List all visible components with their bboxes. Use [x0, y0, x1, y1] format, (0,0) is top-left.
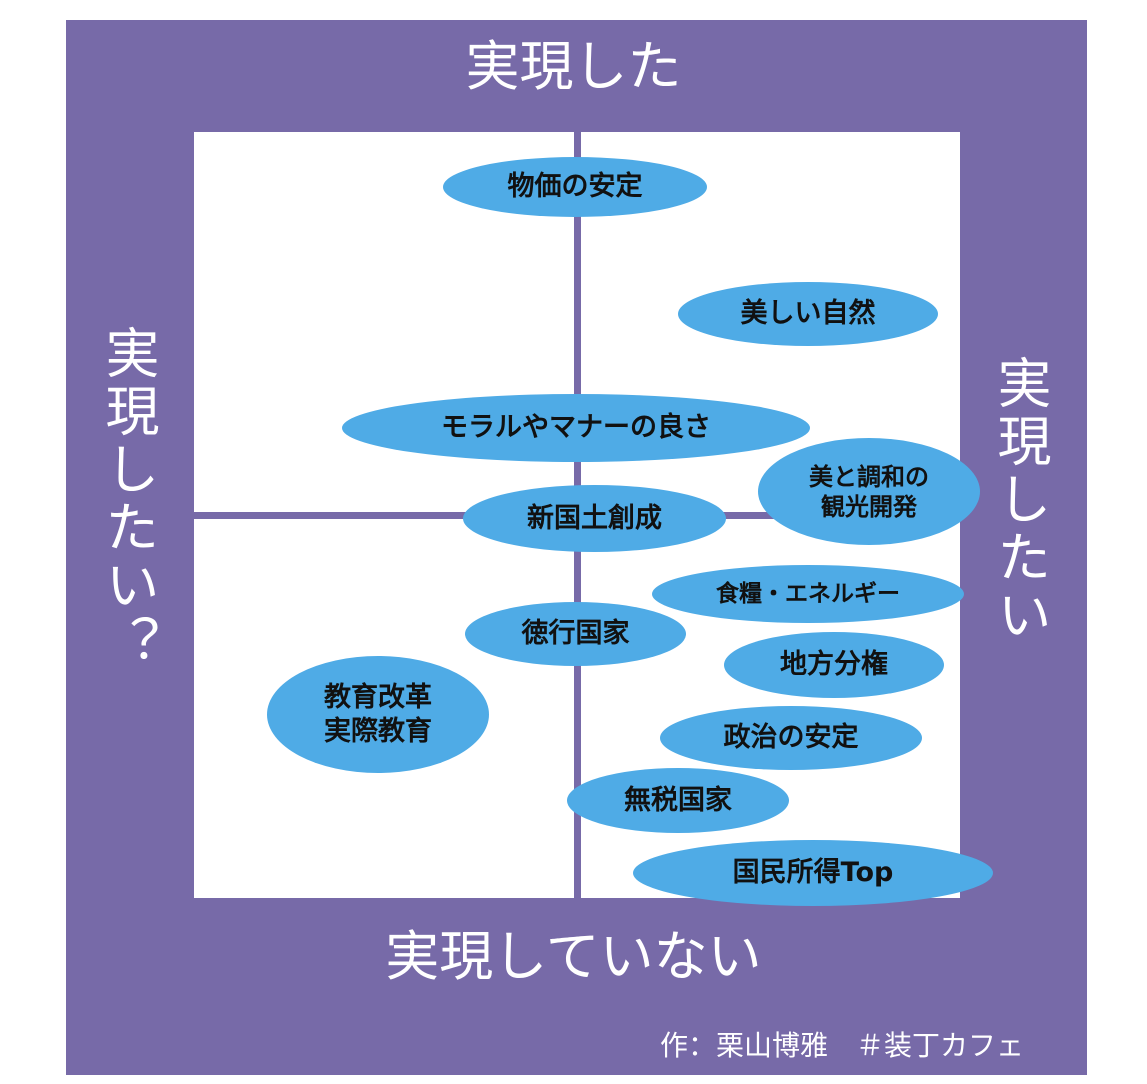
axis-label-top: 実現した	[465, 35, 682, 98]
item-bubble: 政治の安定	[660, 706, 922, 770]
axis-label-left: 実現したい？	[96, 325, 159, 673]
item-bubble: 新国土創成	[463, 485, 726, 552]
item-label: 美しい自然	[740, 298, 876, 330]
item-bubble: モラルやマナーの良さ	[342, 394, 810, 462]
item-label: 物価の安定	[507, 171, 643, 203]
axis-label-right: 実現したい	[988, 355, 1051, 645]
item-bubble: 美と調和の 観光開発	[758, 438, 980, 545]
item-bubble: 地方分権	[724, 632, 944, 698]
item-label: 教育改革 実際教育	[324, 681, 432, 747]
item-label: 美と調和の 観光開発	[809, 462, 929, 521]
item-label: 徳行国家	[521, 618, 630, 650]
credit-text: 作：栗山博雅 ＃装丁カフェ	[660, 1029, 1025, 1062]
item-bubble: 美しい自然	[678, 282, 938, 346]
item-bubble: 徳行国家	[465, 602, 686, 666]
item-label: 地方分権	[780, 649, 888, 681]
item-label: 国民所得Top	[732, 857, 894, 889]
item-bubble: 食糧・エネルギー	[652, 565, 964, 623]
item-bubble: 国民所得Top	[633, 840, 993, 906]
item-bubble: 無税国家	[567, 768, 789, 833]
item-label: 新国土創成	[527, 502, 662, 534]
item-label: 食糧・エネルギー	[716, 580, 900, 607]
item-label: 無税国家	[624, 784, 732, 816]
item-bubble: 教育改革 実際教育	[267, 656, 489, 773]
axis-label-bottom: 実現していない	[385, 925, 762, 988]
item-label: 政治の安定	[723, 722, 859, 754]
item-bubble: 物価の安定	[443, 157, 707, 217]
item-label: モラルやマナーの良さ	[441, 412, 711, 444]
